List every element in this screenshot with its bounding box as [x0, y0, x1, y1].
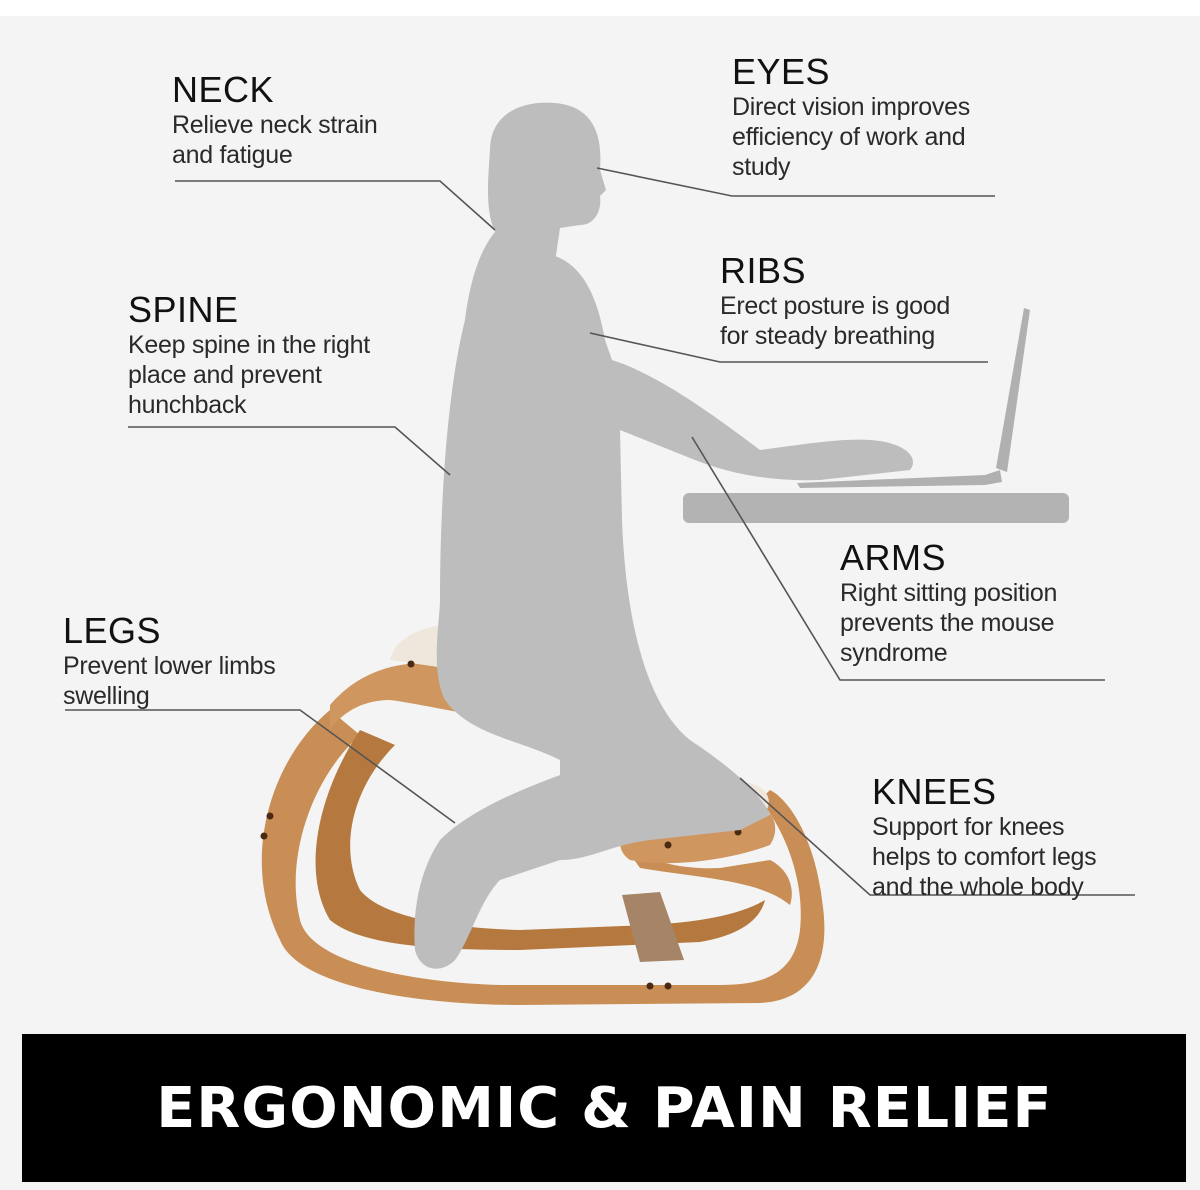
callout-ribs-desc: Erect posture is good for steady breathi… — [720, 292, 950, 350]
person-silhouette — [414, 102, 914, 969]
callout-arms: ARMS Right sitting position prevents the… — [840, 538, 1057, 668]
callout-legs: LEGS Prevent lower limbs swelling — [63, 610, 276, 711]
arms-leader-line — [691, 436, 1105, 681]
laptop-screen-shape — [996, 308, 1030, 472]
callout-neck: NECK Relieve neck strain and fatigue — [172, 70, 378, 170]
callout-ribs-title: RIBS — [720, 250, 807, 291]
laptop-base-shape — [797, 470, 1002, 488]
callout-legs-title: LEGS — [63, 610, 162, 651]
callout-knees-desc: Support for knees helps to comfort legs … — [872, 813, 1097, 901]
callout-spine: SPINE Keep spine in the right place and … — [128, 290, 370, 420]
callout-spine-title: SPINE — [128, 289, 239, 330]
callout-spine-desc: Keep spine in the right place and preven… — [128, 331, 370, 419]
callout-knees-title: KNEES — [872, 771, 997, 812]
headline-banner: ERGONOMIC & PAIN RELIEF — [22, 1034, 1186, 1182]
callout-eyes-desc: Direct vision improves efficiency of wor… — [732, 93, 970, 181]
callout-neck-title: NECK — [172, 69, 275, 110]
callout-legs-desc: Prevent lower limbs swelling — [63, 652, 276, 710]
torso-shape — [414, 232, 914, 969]
eyes-leader-line — [596, 167, 995, 197]
callout-knees: KNEES Support for knees helps to comfort… — [872, 771, 1097, 902]
headline-text: ERGONOMIC & PAIN RELIEF — [155, 1075, 1053, 1141]
chair-rocker-shape — [261, 710, 825, 1005]
neck-leader-line — [175, 180, 496, 231]
chair-knee-arm-shape — [620, 840, 792, 905]
leader-lines — [65, 167, 1135, 896]
chair-inner-rocker-shape — [315, 730, 765, 950]
callout-arms-desc: Right sitting position prevents the mous… — [840, 579, 1058, 667]
legs-leader-line — [65, 709, 456, 824]
callout-eyes: EYES Direct vision improves efficiency o… — [732, 52, 970, 182]
head-shape — [487, 102, 606, 262]
chair-crossbar-shape — [622, 892, 684, 962]
callout-ribs: RIBS Erect posture is good for steady br… — [720, 251, 950, 351]
ribs-leader-line — [589, 332, 988, 363]
callout-arms-title: ARMS — [840, 537, 947, 578]
callout-neck-desc: Relieve neck strain and fatigue — [172, 111, 378, 169]
desk-shape — [683, 493, 1069, 523]
spine-leader-line — [128, 426, 451, 476]
callout-eyes-title: EYES — [732, 51, 831, 92]
knees-leader-line — [739, 777, 1135, 896]
